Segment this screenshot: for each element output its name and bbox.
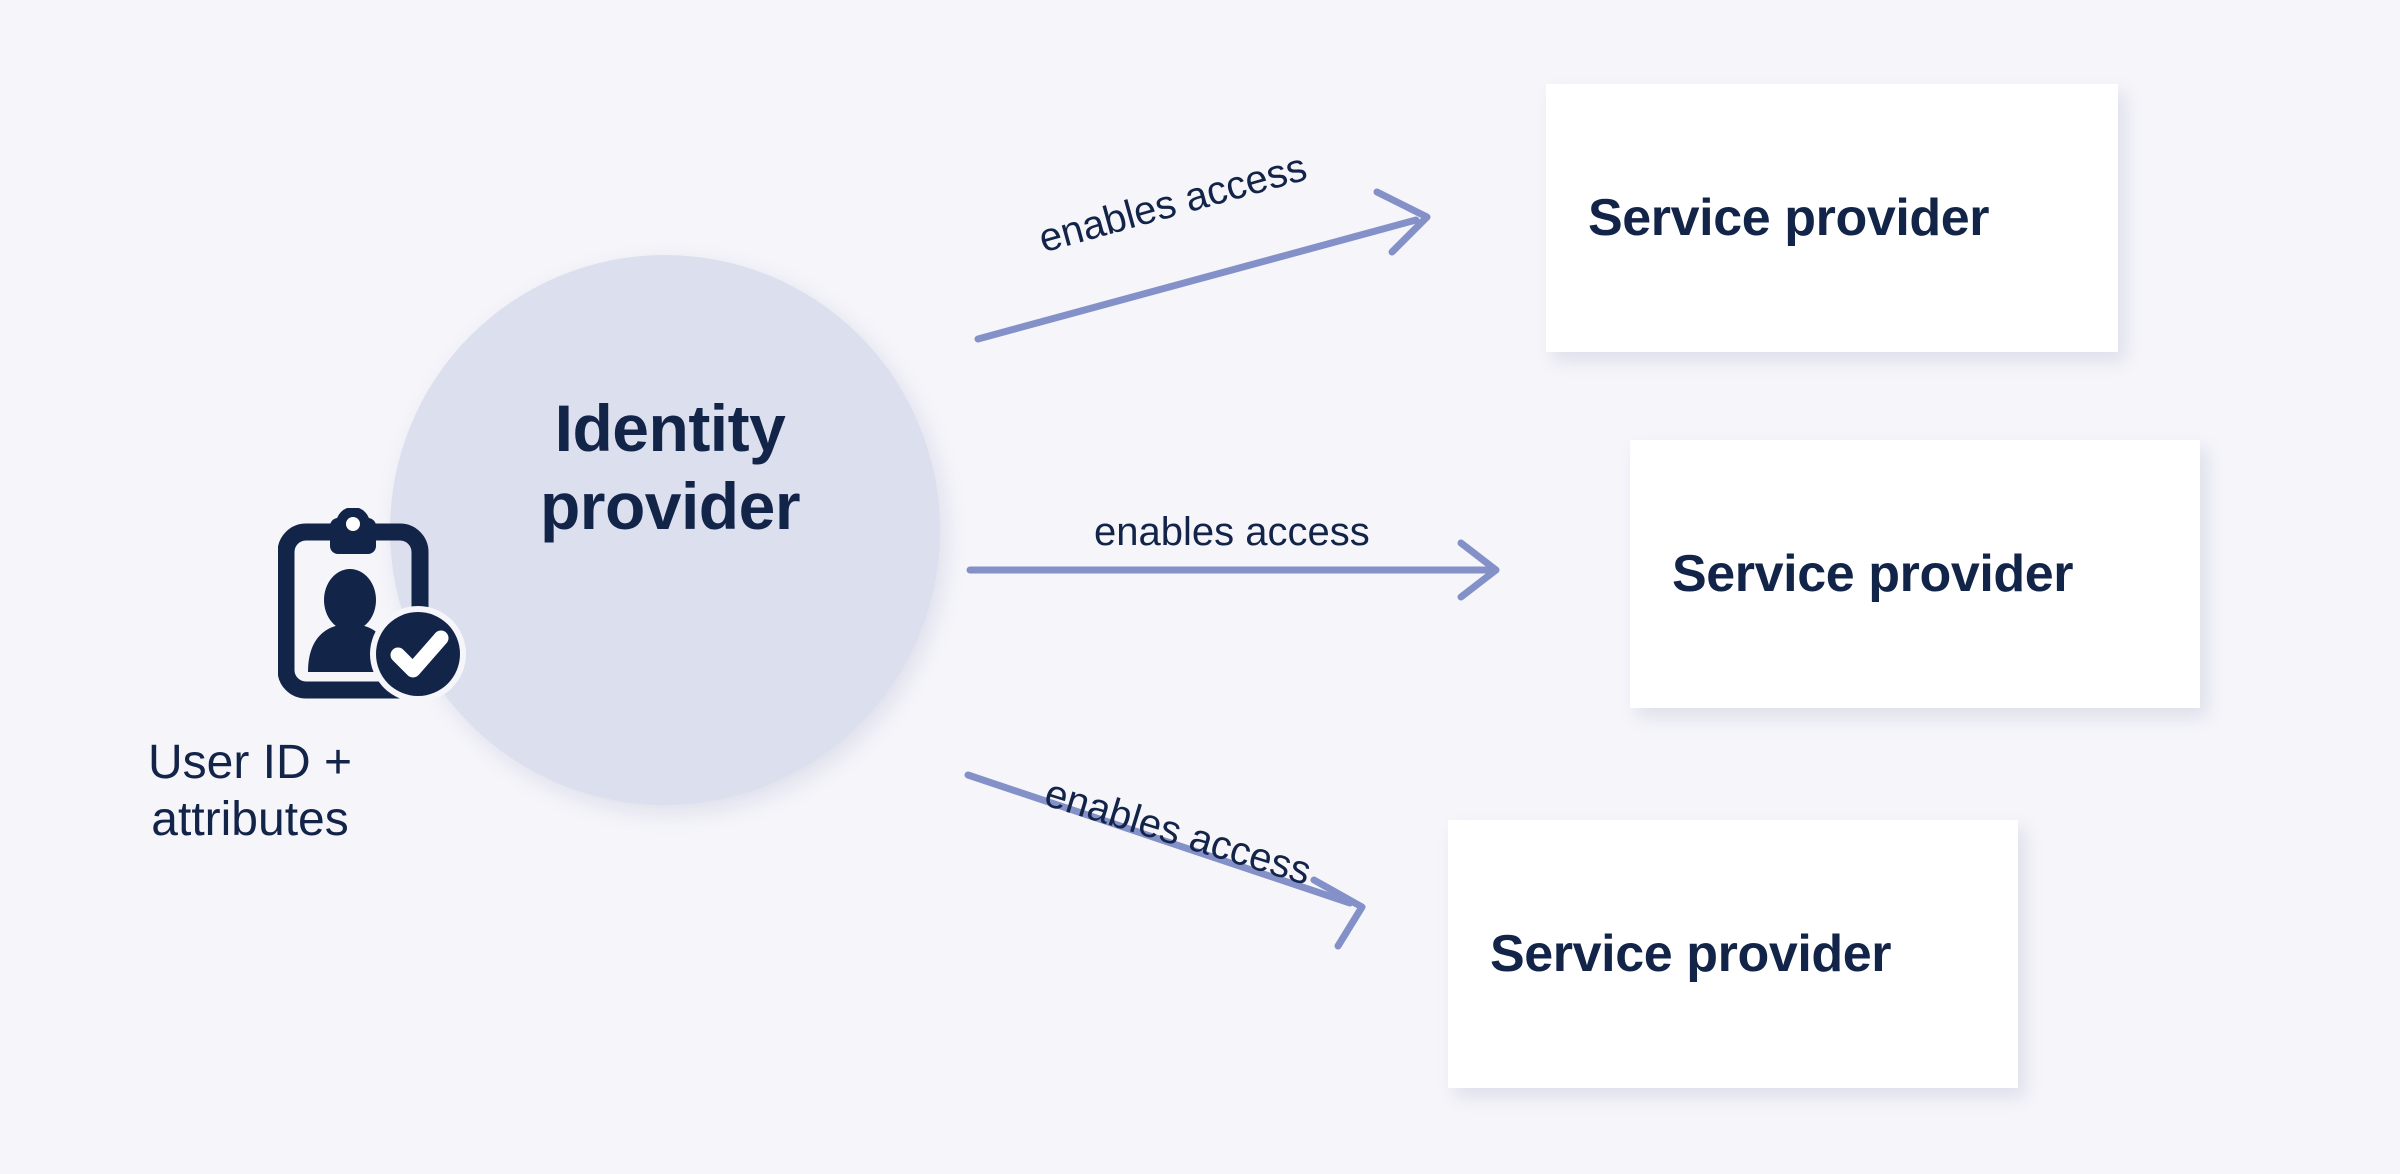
identity-provider-circle (390, 255, 940, 805)
identity-provider-title-line1: Identity (554, 391, 786, 465)
id-badge-verified-icon (278, 508, 466, 702)
user-attributes-caption: User ID + attributes (80, 735, 420, 848)
service-provider-label-1: Service provider (1672, 545, 2074, 603)
arrow-label-enables-access-2: enables access (1039, 770, 1317, 894)
service-provider-label-2: Service provider (1490, 925, 1892, 983)
user-attributes-caption-line1: User ID + (147, 736, 353, 789)
user-attributes-caption-line2: attributes (151, 792, 349, 846)
service-provider-label-0: Service provider (1588, 189, 1990, 247)
arrow-label-enables-access-0: enables access (1033, 145, 1312, 262)
identity-provider-title-line2: provider (539, 468, 801, 543)
service-provider-box-1[interactable]: Service provider (1630, 440, 2200, 708)
arrow-label-enables-access-1: enables access (1094, 510, 1370, 554)
service-provider-box-0[interactable]: Service provider (1546, 84, 2118, 352)
service-provider-box-2[interactable]: Service provider (1448, 820, 2018, 1088)
identity-provider-title: Identity provider (440, 390, 900, 546)
